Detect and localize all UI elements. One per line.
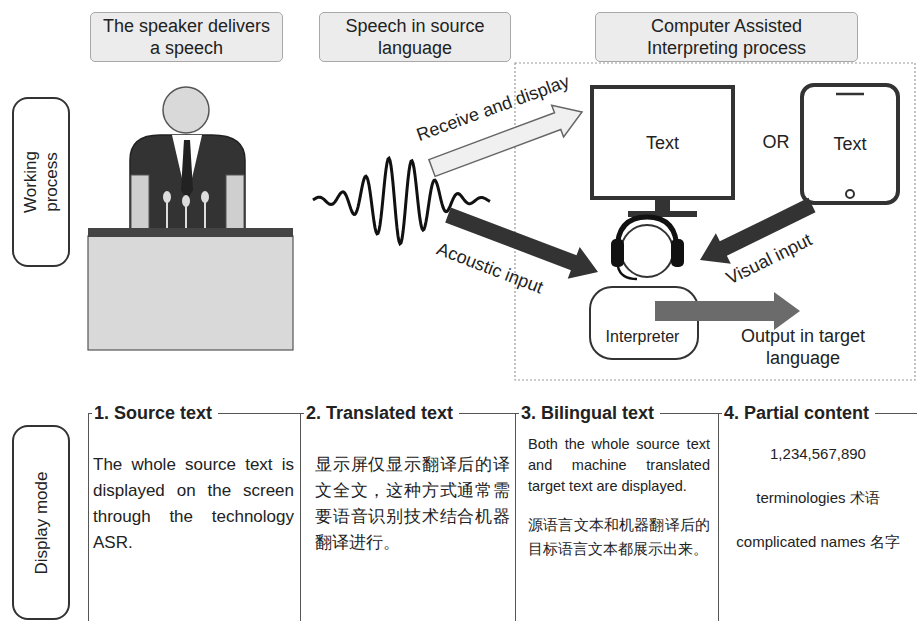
phone-button [846, 190, 854, 198]
headphone-band [617, 217, 677, 251]
display-mode-column: 3. Bilingual textBoth the whole source t… [515, 413, 718, 621]
column-heading: 2. Translated text [304, 402, 459, 424]
podium-top [88, 228, 293, 237]
header-box: Speech in source language [319, 12, 511, 62]
headset-mic [618, 267, 637, 279]
node-label: Text [833, 133, 866, 155]
column-heading: 3. Bilingual text [519, 402, 660, 424]
side-tab: Display mode [12, 425, 70, 620]
phone-speaker [836, 93, 864, 96]
column-body: 1,234,567,890 [719, 444, 917, 464]
display-mode-column: 4. Partial content1,234,567,890terminolo… [718, 413, 917, 621]
output-arrow [655, 292, 800, 330]
phone-screen: Text [800, 83, 900, 205]
column-body: Both the whole source text and machine t… [516, 434, 718, 497]
column-body: 源语言文本和机器翻译后的目标语言文本都展示出来。 [516, 513, 718, 561]
annotation-label: Output in target language [713, 325, 893, 369]
monitor-screen: Text [590, 85, 735, 200]
speaker-arm [226, 175, 244, 230]
headphone-cup [611, 239, 624, 267]
column-body: complicated names 名字 [719, 532, 917, 552]
side-tab: Working process [12, 97, 70, 267]
header-box: Computer Assisted Interpreting process [595, 12, 858, 62]
display-mode-column: 2. Translated text显示屏仅显示翻译后的译文全文，这种方式通常需… [300, 413, 515, 621]
speaker-tie [181, 140, 193, 200]
speaker-shirt [172, 135, 202, 200]
podium [88, 236, 293, 350]
interpreter-head [621, 225, 673, 277]
speaker-body [130, 135, 245, 230]
speaker-arm [131, 175, 149, 230]
sound-wave [313, 158, 490, 244]
column-heading: 1. Source text [92, 402, 218, 424]
interpreter-figure: Interpreter [585, 215, 700, 362]
headphone-cup [671, 239, 684, 267]
node-label: Working process [20, 127, 62, 237]
node-label: Interpreter [606, 327, 680, 347]
column-heading: 4. Partial content [722, 402, 875, 424]
node-label: Speech in source language [328, 15, 502, 59]
display-mode-column: 1. Source textThe whole source text is d… [88, 413, 300, 621]
interpreter-body [590, 287, 698, 359]
header-box: The speaker delivers a speech [90, 12, 283, 62]
node-label: The speaker delivers a speech [99, 15, 274, 59]
microphones [164, 192, 208, 228]
column-body: The whole source text is displayed on th… [89, 452, 300, 556]
column-body: terminologies 术语 [719, 488, 917, 508]
node-label: Computer Assisted Interpreting process [604, 15, 849, 59]
speaker-head [163, 87, 209, 133]
monitor-stand [655, 200, 670, 212]
annotation-label: OR [763, 131, 790, 153]
node-label: Display mode [31, 468, 52, 578]
node-label: Text [646, 132, 679, 154]
column-body: 显示屏仅显示翻译后的译文全文，这种方式通常需要语音识别技术结合机器翻译进行。 [301, 452, 515, 556]
